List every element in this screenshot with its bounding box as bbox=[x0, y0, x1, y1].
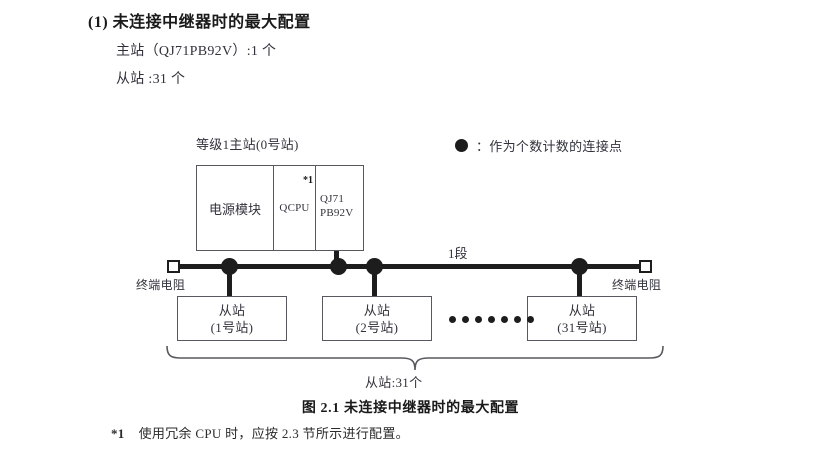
ellipsis-dot bbox=[475, 316, 482, 323]
connection-point-dot bbox=[330, 258, 347, 275]
slave-drop-line bbox=[372, 267, 377, 297]
filled-circle-icon bbox=[455, 139, 468, 152]
slave-station-box: 从站 (31号站) bbox=[527, 296, 637, 341]
footnote-marker-icon: *1 bbox=[303, 175, 313, 186]
ellipsis-dot bbox=[514, 316, 521, 323]
terminating-resistor-left-label: 终端电阻 bbox=[136, 278, 186, 292]
rack-label: 等级1主站(0号站) bbox=[196, 137, 299, 152]
heading-block: (1) 未连接中继器时的最大配置 主站（QJ71PB92V）:1 个 从站 :3… bbox=[88, 8, 688, 88]
ellipsis-dot bbox=[488, 316, 495, 323]
ellipsis-dots-icon bbox=[449, 316, 534, 323]
slave-station-box: 从站 (2号站) bbox=[322, 296, 432, 341]
slave-count-brace bbox=[165, 345, 665, 377]
spec-line-slave: 从站 :31 个 bbox=[116, 72, 186, 87]
connection-point-dot bbox=[571, 258, 588, 275]
connection-point-dot bbox=[366, 258, 383, 275]
module-label-network-line1: QJ71 bbox=[320, 193, 345, 205]
slave-station-label-line2: (1号站) bbox=[210, 319, 254, 335]
module-label-qcpu: QCPU bbox=[279, 202, 310, 214]
module-label-power-supply: 电源模块 bbox=[208, 201, 261, 217]
network-bus-line bbox=[174, 264, 646, 269]
terminating-resistor-right-icon bbox=[639, 260, 652, 273]
module-cell-power-supply: 电源模块 bbox=[197, 166, 274, 250]
ellipsis-dot bbox=[462, 316, 469, 323]
module-label-network-line2: PB92V bbox=[320, 207, 354, 219]
legend: ：作为个数计数的连接点 bbox=[455, 136, 622, 155]
connection-point-dot bbox=[221, 258, 238, 275]
slave-station-box: 从站 (1号站) bbox=[177, 296, 287, 341]
footnote-mark: *1 bbox=[111, 426, 125, 441]
spec-line-master: 主站（QJ71PB92V）:1 个 bbox=[116, 44, 277, 59]
slave-station-label-line2: (31号站) bbox=[557, 319, 607, 335]
slave-count-label: 从站:31个 bbox=[365, 375, 423, 390]
ellipsis-dot bbox=[449, 316, 456, 323]
module-cell-network: QJ71 PB92V bbox=[316, 166, 363, 250]
legend-label: ：作为个数计数的连接点 bbox=[476, 139, 623, 154]
module-cell-qcpu: QCPU *1 bbox=[274, 166, 316, 250]
terminating-resistor-right-label: 终端电阻 bbox=[612, 278, 662, 292]
terminating-resistor-left-icon bbox=[167, 260, 180, 273]
segment-label: 1段 bbox=[448, 246, 468, 261]
slave-station-label-line1: 从站 bbox=[363, 302, 391, 318]
slave-station-label-line1: 从站 bbox=[218, 302, 246, 318]
slave-drop-line bbox=[577, 267, 582, 297]
footnote-text: 使用冗余 CPU 时，应按 2.3 节所示进行配置。 bbox=[138, 426, 409, 441]
slave-drop-line bbox=[227, 267, 232, 297]
slave-station-label-line2: (2号站) bbox=[355, 319, 399, 335]
master-station-rack: 电源模块 QCPU *1 QJ71 PB92V bbox=[196, 165, 364, 251]
page-title: (1) 未连接中继器时的最大配置 bbox=[88, 14, 311, 31]
figure-caption: 图 2.1 未连接中继器时的最大配置 bbox=[301, 401, 520, 416]
footnote: *1 使用冗余 CPU 时，应按 2.3 节所示进行配置。 bbox=[111, 423, 409, 442]
slave-station-label-line1: 从站 bbox=[568, 302, 596, 318]
ellipsis-dot bbox=[527, 316, 534, 323]
ellipsis-dot bbox=[501, 316, 508, 323]
